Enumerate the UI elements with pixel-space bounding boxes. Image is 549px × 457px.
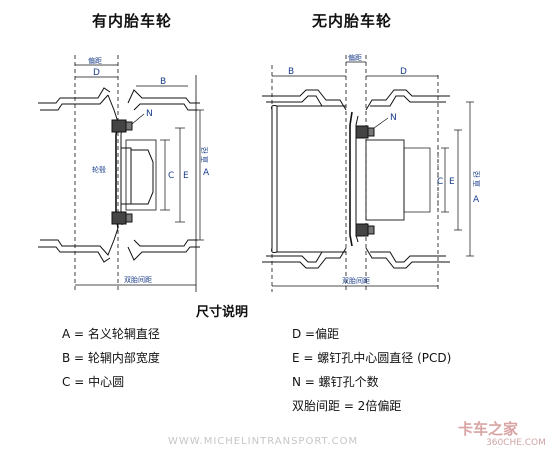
right-dual-spacing: 双胎间距 [342, 276, 370, 285]
legend-item-c: C = 中心圆 [62, 375, 125, 389]
legend-item-b: B = 轮辋内部宽度 [62, 351, 160, 365]
left-dual-spacing: 双胎间距 [124, 275, 152, 284]
legend-item-dual-spacing: 双胎间距 = 2倍偏距 [292, 399, 402, 413]
legend-title: 尺寸说明 [196, 305, 249, 320]
watermark-domain: 360CHE.COM [486, 438, 546, 448]
right-dim-b: B [288, 67, 294, 77]
right-dim-c: C [437, 177, 443, 187]
legend-item-n: N = 螺钉孔个数 [292, 375, 379, 389]
legend-item-e: E = 螺钉孔中心圆直径 (PCD) [292, 351, 452, 365]
left-dim-b: B [160, 77, 166, 87]
right-dim-d: D [400, 67, 407, 77]
left-dim-a: A [203, 168, 210, 178]
right-offset-label: 偏距 [348, 53, 362, 62]
left-hub-label: 轮毂 [92, 165, 106, 174]
watermark-url: WWW.MICHELINTRANSPORT.COM [168, 436, 359, 447]
right-diameter-label: 直 径 [472, 171, 481, 187]
tubeless-wheel-drawing [262, 55, 474, 292]
legend-item-d: D =偏距 [292, 327, 340, 341]
right-dim-e: E [449, 177, 455, 187]
tube-wheel-drawing [38, 55, 204, 292]
left-dim-n: N [146, 109, 153, 119]
right-dim-a: A [473, 195, 480, 205]
left-offset-label: 偏距 [88, 56, 102, 65]
title-tubeless-wheel: 无内胎车轮 [312, 12, 393, 30]
left-dim-c: C [168, 171, 174, 181]
left-dim-e: E [183, 171, 189, 181]
watermark-brand: 卡车之家 [458, 420, 519, 438]
right-dim-n: N [390, 113, 397, 123]
title-tube-wheel: 有内胎车轮 [92, 12, 173, 30]
left-diameter-label: 直 径 [200, 147, 209, 163]
legend-item-a: A = 名义轮辋直径 [62, 327, 160, 341]
left-dim-d: D [93, 68, 100, 78]
